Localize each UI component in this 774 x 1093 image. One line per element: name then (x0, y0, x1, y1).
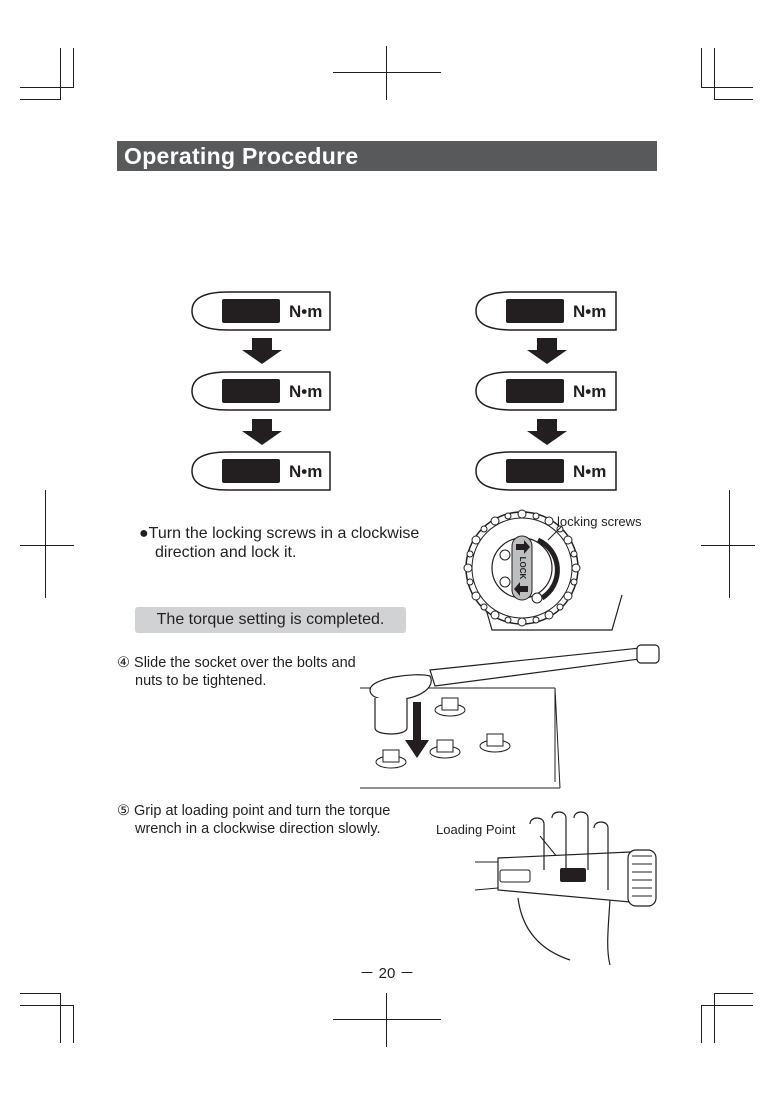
arrow-down-icon (405, 702, 429, 758)
svg-text:N•m: N•m (289, 462, 322, 481)
arrow-down-icon (242, 338, 282, 364)
lock-instruction-line2: direction and lock it. (155, 544, 297, 561)
display-panel-right-1: N•m (475, 291, 617, 331)
svg-text:N•m: N•m (289, 302, 322, 321)
svg-text:N•m: N•m (573, 462, 606, 481)
arrow-left-icon (514, 582, 528, 596)
step-5-number: ⑤ (117, 803, 130, 819)
lock-instruction: ●Turn the locking screws in a clockwise … (139, 524, 419, 562)
hand-grip-illustration (474, 811, 657, 966)
section-title: Operating Procedure (124, 143, 359, 169)
display-panel-left-2: N•m (191, 371, 331, 411)
loading-point-label: Loading Point (436, 822, 516, 837)
arrow-right-icon (516, 540, 530, 554)
step-5-instruction: ⑤ Grip at loading point and turn the tor… (117, 802, 390, 838)
display-panel-left-1: N•m (191, 291, 331, 331)
torque-display-sequence-right: N•m N•m N•m (475, 291, 617, 491)
section-title-bar (117, 141, 657, 171)
svg-text:N•m: N•m (573, 302, 606, 321)
page-number: － 20 － (359, 965, 415, 982)
torque-display-sequence-left: N•m N•m N•m (191, 291, 331, 491)
svg-text:N•m: N•m (289, 382, 322, 401)
step-5-line2: wrench in a clockwise direction slowly. (135, 821, 381, 837)
arrow-down-icon (242, 419, 282, 445)
step-5-line1: Grip at loading point and turn the torqu… (134, 803, 391, 819)
arrow-down-icon (527, 338, 567, 364)
completed-note: The torque setting is completed. (135, 607, 406, 633)
step-4-line2: nuts to be tightened. (135, 673, 267, 689)
display-panel-right-3: N•m (475, 451, 617, 491)
arrow-down-icon (527, 419, 567, 445)
svg-text:N•m: N•m (573, 382, 606, 401)
step-4-instruction: ④ Slide the socket over the bolts and nu… (117, 654, 356, 690)
display-panel-left-3: N•m (191, 451, 331, 491)
display-panel-right-2: N•m (475, 371, 617, 411)
step-4-line1: Slide the socket over the bolts and (134, 655, 356, 671)
svg-text:LOCK: LOCK (518, 557, 527, 580)
wrench-on-bolts-illustration (360, 644, 660, 789)
locking-screws-label: locking screws (557, 514, 642, 529)
step-4-number: ④ (117, 655, 130, 671)
bullet-icon: ● (139, 525, 149, 542)
lock-instruction-line1: Turn the locking screws in a clockwise (148, 525, 420, 542)
locking-dial-illustration: LOCK (463, 509, 623, 631)
